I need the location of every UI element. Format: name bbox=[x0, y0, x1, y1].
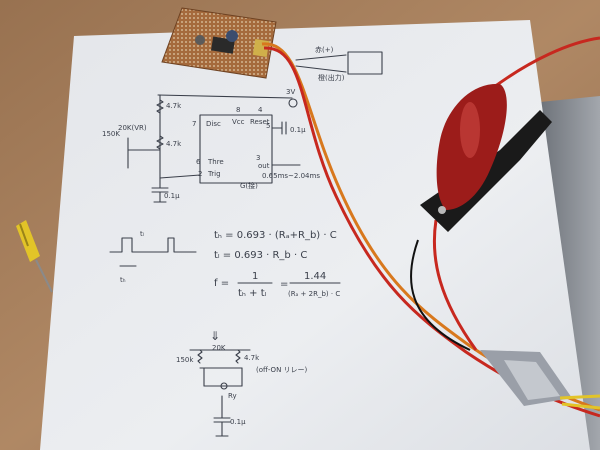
equation-f-eq: = bbox=[280, 279, 288, 290]
screwdriver-grip bbox=[19, 223, 29, 247]
label-r1: 4.7k bbox=[166, 102, 182, 110]
screwdriver bbox=[16, 220, 53, 293]
black-wire bbox=[409, 239, 471, 351]
equation-f-num: 1 bbox=[252, 271, 258, 282]
note-orange-output: 橙(出力) bbox=[318, 73, 345, 82]
label-pin7: 7 bbox=[192, 120, 196, 128]
note-supply: 3V bbox=[286, 88, 295, 96]
label-thre: Thre bbox=[207, 158, 224, 166]
label-pin4: 4 bbox=[258, 106, 263, 114]
label-cap1: 0.1μ bbox=[290, 126, 306, 134]
note-red-plus: 赤(+) bbox=[315, 46, 334, 54]
perfboard-assembly bbox=[161, 7, 277, 79]
label-r2: 4.7k bbox=[166, 140, 182, 148]
equation-th: tₕ = 0.693 · (Rₐ+R_b) · C bbox=[214, 230, 337, 241]
arrow-down: ⇓ bbox=[210, 329, 220, 343]
red-wire-top bbox=[489, 36, 600, 92]
label-th: tₕ bbox=[120, 276, 126, 284]
clip-highlight bbox=[460, 102, 480, 158]
label-pin2: 2 bbox=[198, 170, 202, 178]
label-b-r2: 20K bbox=[212, 344, 226, 352]
equation-f-den2: (Rₐ + 2R_b) · C bbox=[288, 290, 340, 298]
label-b-r3: 4.7k bbox=[244, 354, 260, 362]
label-b-r1: 150k bbox=[176, 356, 194, 364]
capacitor bbox=[195, 35, 205, 45]
connector-plug bbox=[480, 350, 600, 410]
label-pot2: 150K bbox=[102, 130, 120, 138]
screwdriver-shaft bbox=[35, 259, 53, 293]
handwritten-schematic: 赤(+) 橙(出力) 3V 4.7k 4.7k 150K 20K(VR) Vcc… bbox=[102, 46, 383, 437]
equation-f-den: tₕ + tₗ bbox=[238, 288, 267, 299]
clip-screw bbox=[438, 206, 446, 214]
plug-shell bbox=[504, 360, 560, 400]
label-timing: 0.65ms~2.04ms bbox=[262, 172, 320, 180]
label-trig: Trig bbox=[207, 170, 221, 178]
label-out: out bbox=[258, 162, 270, 170]
label-b-ry: Ry bbox=[228, 392, 237, 400]
yellow-wires bbox=[559, 394, 600, 410]
equation-f-num2: 1.44 bbox=[304, 271, 326, 282]
label-pin6: 6 bbox=[196, 158, 201, 166]
label-vcc: Vcc bbox=[232, 118, 245, 126]
equation-tl: tₗ = 0.693 · R_b · C bbox=[214, 250, 307, 261]
red-wire-long bbox=[432, 219, 478, 351]
alligator-clips bbox=[420, 83, 552, 232]
label-pin8: 8 bbox=[236, 106, 240, 114]
equation-f-left: f = bbox=[214, 278, 229, 289]
label-b-note: (off-ON リレー) bbox=[256, 366, 308, 374]
label-disc: Disc bbox=[206, 120, 221, 128]
label-gnd: G(接) bbox=[240, 181, 258, 190]
label-pin5: 5 bbox=[266, 122, 270, 130]
label-reset: Reset bbox=[250, 118, 270, 126]
metal-plate bbox=[540, 96, 600, 450]
label-tl: tₗ bbox=[140, 230, 144, 238]
trim-pot bbox=[226, 30, 238, 42]
label-cap2: 0.1μ bbox=[164, 192, 180, 200]
label-b-cap: 0.1μ bbox=[230, 418, 246, 426]
label-pot: 20K(VR) bbox=[118, 124, 147, 132]
label-pin3: 3 bbox=[256, 154, 260, 162]
waveform-sketch bbox=[109, 237, 197, 253]
